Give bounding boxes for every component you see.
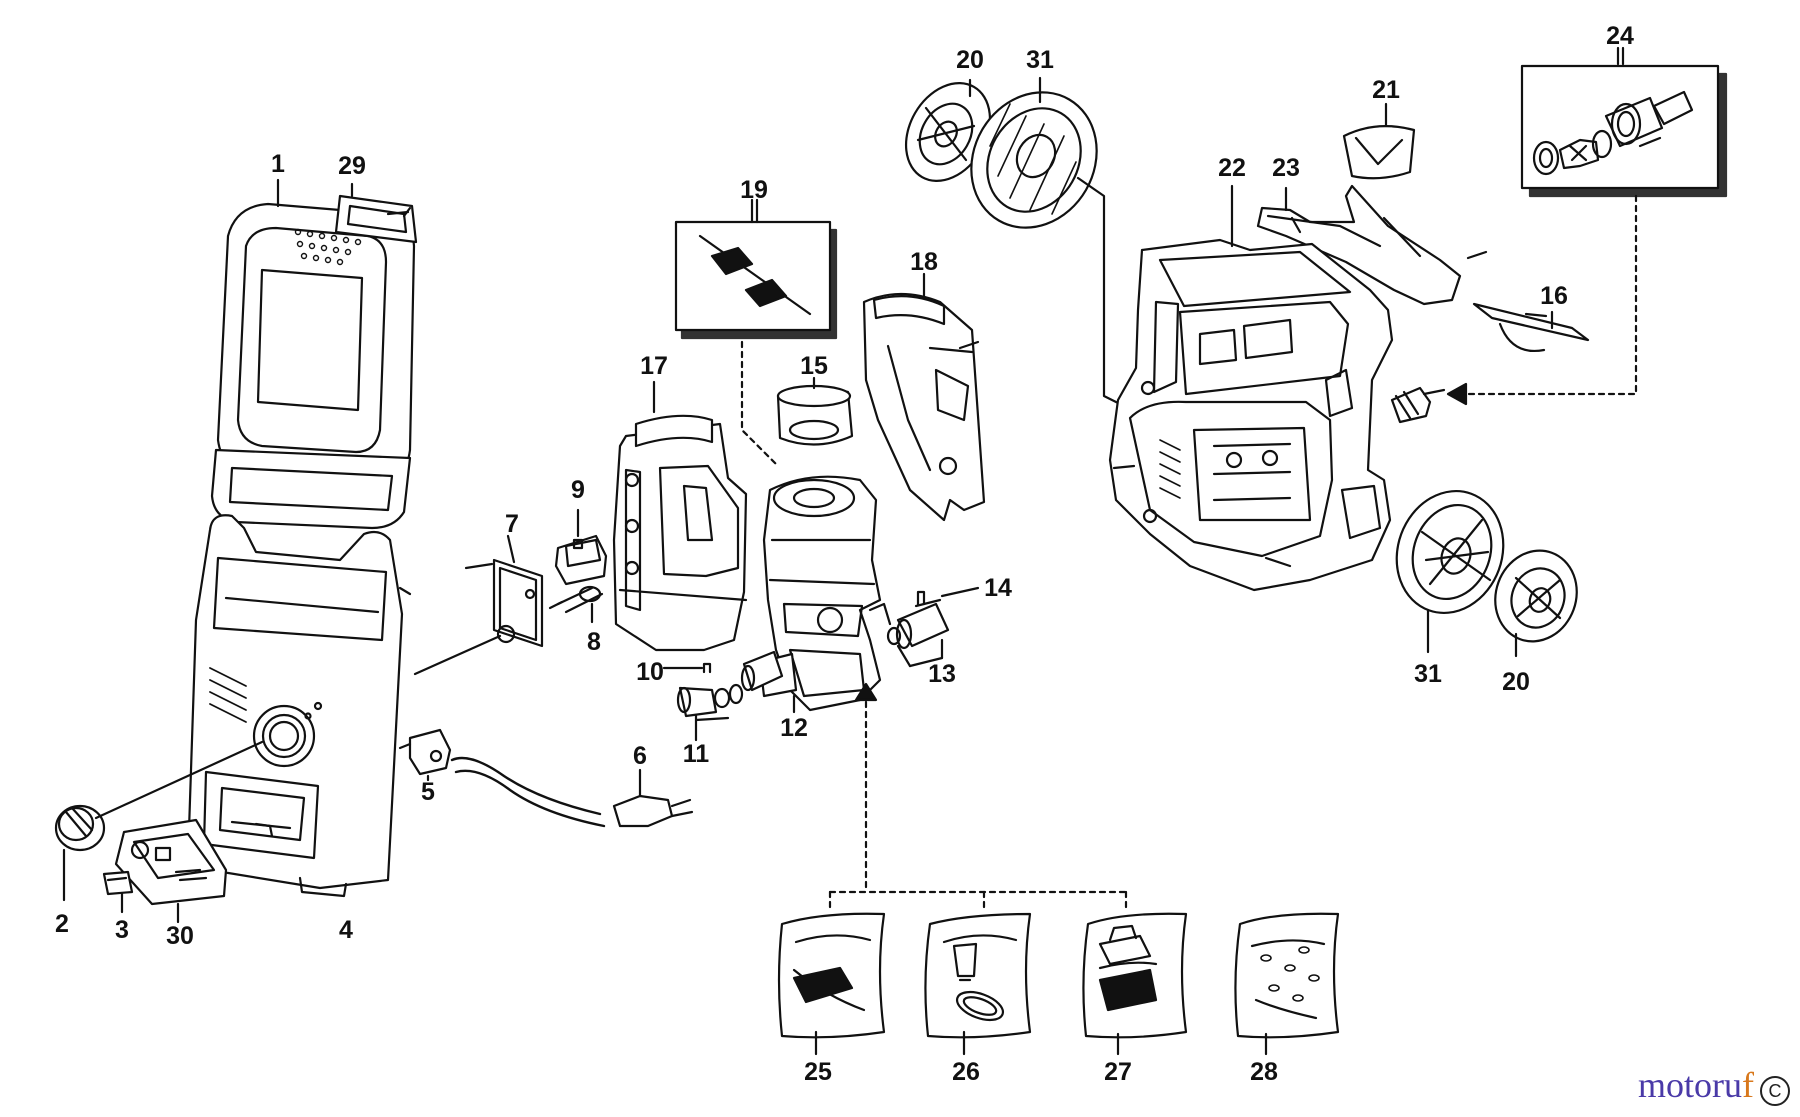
label-20-right: 20 <box>1502 668 1530 696</box>
label-8: 8 <box>587 628 601 656</box>
label-5: 5 <box>421 778 435 806</box>
contact-pin-part-8 <box>548 585 604 624</box>
hubcap-part-20-right <box>1494 549 1578 658</box>
label-3: 3 <box>115 916 129 944</box>
watermark-text-part2: f <box>1742 1065 1754 1105</box>
label-2: 2 <box>55 910 69 938</box>
label-17: 17 <box>640 352 668 380</box>
label-31-right: 31 <box>1414 660 1442 688</box>
label-1: 1 <box>271 150 285 178</box>
relay-block-part-9 <box>554 508 608 586</box>
label-30: 30 <box>166 922 194 950</box>
label-13: 13 <box>928 660 956 688</box>
label-27: 27 <box>1104 1058 1132 1086</box>
accessory-bag-part-28 <box>1234 912 1340 1056</box>
label-7: 7 <box>505 510 519 538</box>
knob-part-2 <box>54 740 264 902</box>
label-18: 18 <box>910 248 938 276</box>
main-frame-part-22 <box>1108 184 1394 592</box>
label-19: 19 <box>740 176 768 204</box>
outlet-fitting-part-13 <box>886 586 980 668</box>
hose-connector-box-part-24 <box>1520 46 1728 198</box>
front-cover-part-1 <box>210 178 416 530</box>
strap-part-16 <box>1472 302 1590 353</box>
label-16: 16 <box>1540 282 1568 310</box>
outlet-adapter <box>1390 386 1446 424</box>
brush-box-part-19 <box>674 198 838 340</box>
switch-part-5 <box>398 728 452 782</box>
corner-mark: C <box>1760 1076 1790 1106</box>
label-15: 15 <box>800 352 828 380</box>
power-cord-part-6 <box>450 756 694 828</box>
label-29: 29 <box>338 152 366 180</box>
accessory-bag-part-25 <box>777 912 886 1056</box>
label-14: 14 <box>984 574 1012 602</box>
accessory-bag-part-27 <box>1082 912 1188 1056</box>
part-number-labels: 1 2 3 4 5 6 7 8 9 10 11 12 13 14 15 16 1… <box>55 22 1634 1086</box>
switch-rocker-part-3 <box>102 870 134 914</box>
label-20-top: 20 <box>956 46 984 74</box>
label-21: 21 <box>1372 76 1400 104</box>
clip-part-21 <box>1342 102 1416 180</box>
label-9: 9 <box>571 476 585 504</box>
motor-cap-part-15 <box>776 376 854 446</box>
label-24: 24 <box>1606 22 1634 50</box>
watermark-text-part1: motoru <box>1638 1065 1742 1105</box>
label-31-top: 31 <box>1026 46 1054 74</box>
label-11: 11 <box>683 740 710 768</box>
label-10: 10 <box>636 658 664 686</box>
side-cover-part-18 <box>862 272 986 522</box>
pump-housing-part-17 <box>612 380 748 652</box>
inlet-fitting-part-11 <box>662 662 744 742</box>
label-26: 26 <box>952 1058 980 1086</box>
label-6: 6 <box>633 742 647 770</box>
circuit-plate-part-7 <box>413 534 544 676</box>
accessory-bag-part-26 <box>924 912 1032 1056</box>
control-panel-part-30 <box>114 818 228 924</box>
label-4: 4 <box>339 916 353 944</box>
label-25: 25 <box>804 1058 832 1086</box>
label-12: 12 <box>780 714 808 742</box>
wheel-part-31-right <box>1395 489 1505 654</box>
label-23: 23 <box>1272 154 1300 182</box>
label-28: 28 <box>1250 1058 1278 1086</box>
label-22: 22 <box>1218 154 1246 182</box>
rear-housing-part-4 <box>186 514 412 898</box>
inlet-coupling <box>740 650 784 692</box>
handle-bracket-part-23 <box>1256 184 1488 306</box>
hubcap-part-20-top <box>904 78 992 182</box>
handle-insert-part-29 <box>334 182 418 244</box>
wheel-part-31-top <box>970 76 1098 229</box>
watermark-logo: motoruf <box>1638 1064 1754 1106</box>
motor-pump-part-12 <box>758 475 892 714</box>
